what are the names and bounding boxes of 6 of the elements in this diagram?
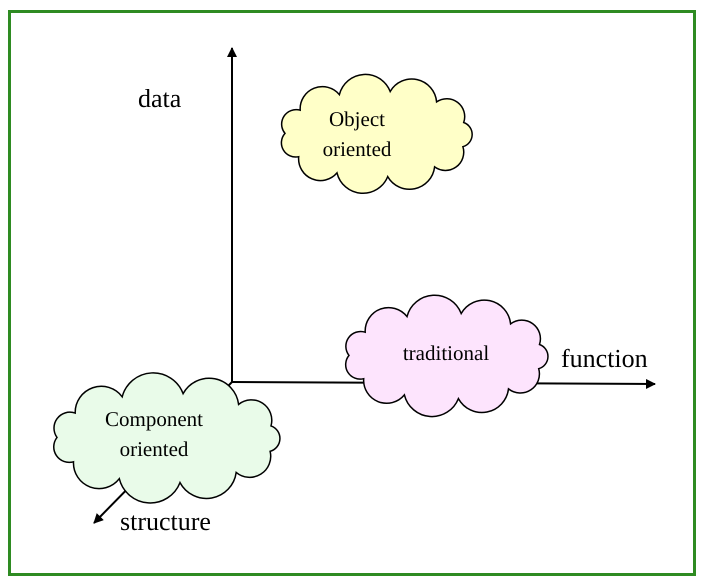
axis-label: structure (120, 507, 211, 537)
cloud-label: traditional (402, 340, 490, 367)
axis-label: data (138, 84, 182, 114)
cloud-label: Component oriented (104, 406, 204, 463)
axis-label: function (561, 344, 648, 374)
cloud-label: Object oriented (322, 106, 392, 163)
